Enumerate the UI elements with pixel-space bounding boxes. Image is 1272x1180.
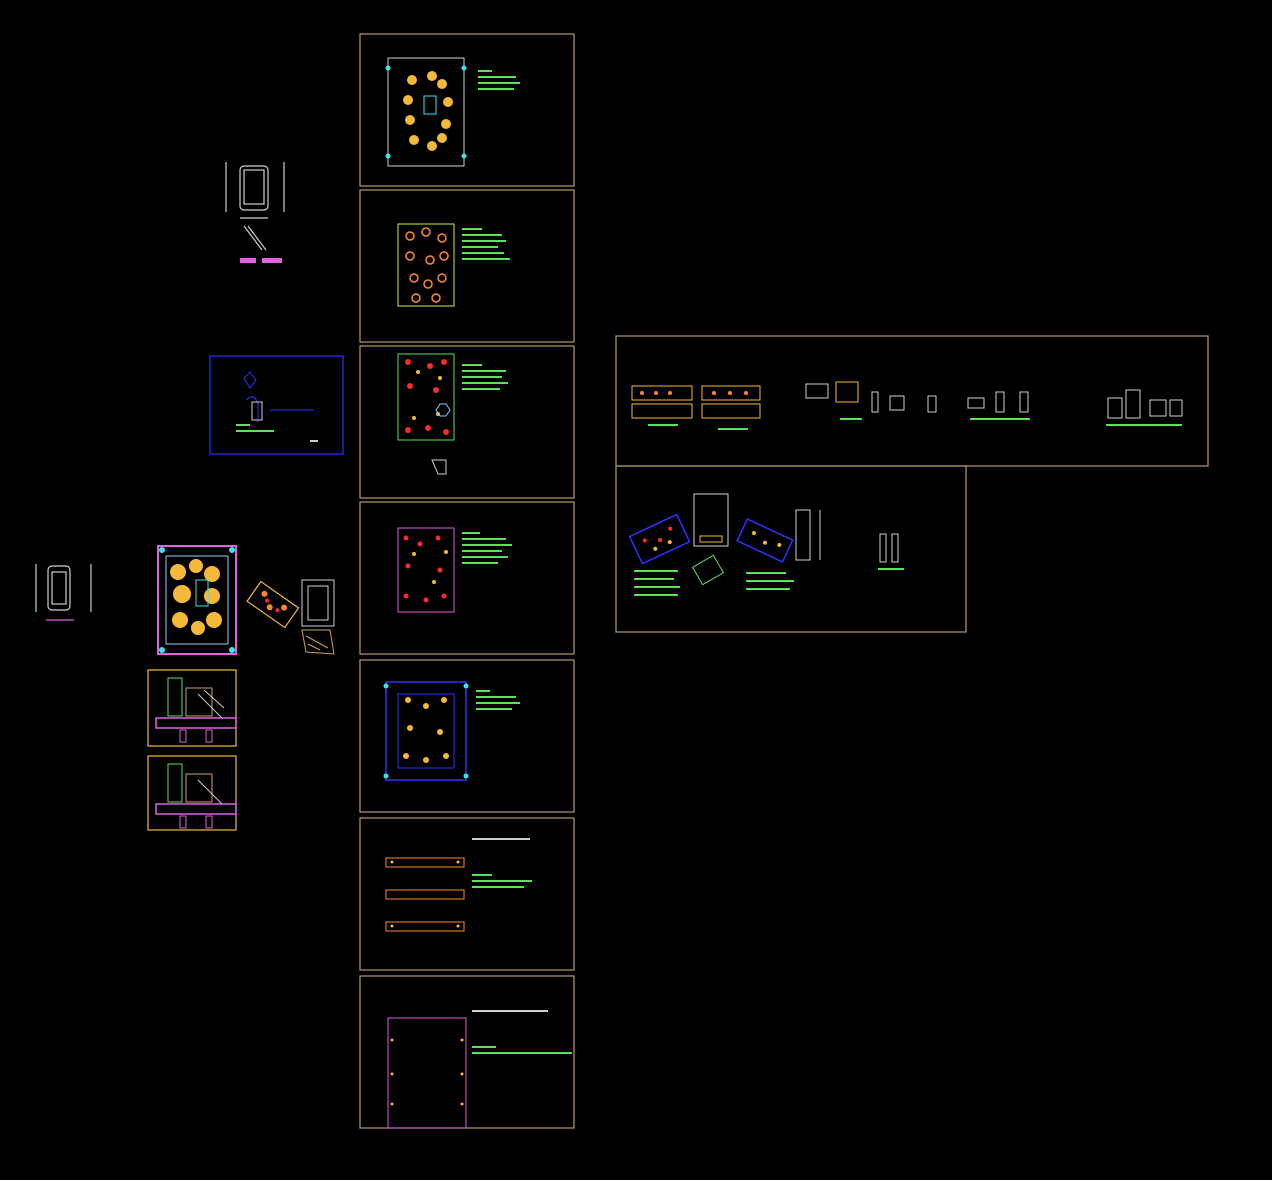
drawing-sheet-1[interactable]: [359, 33, 575, 187]
part-outline-top-left[interactable]: [225, 162, 285, 263]
drawing-sheet-7[interactable]: [359, 975, 575, 1129]
parts-list-sheet[interactable]: [615, 335, 1209, 467]
blue-detail-sheet[interactable]: [209, 355, 344, 455]
rotated-core-part[interactable]: [246, 580, 300, 629]
drawing-sheet-5[interactable]: [359, 659, 575, 813]
assembly-detail-sheet[interactable]: [615, 465, 967, 633]
drawing-sheet-6[interactable]: [359, 817, 575, 971]
part-outline-small-left[interactable]: [35, 564, 92, 621]
drawing-sheet-4[interactable]: [359, 501, 575, 655]
mold-section-view-b[interactable]: [147, 755, 237, 831]
mold-section-view-a[interactable]: [147, 669, 237, 747]
mold-assembly-plan[interactable]: [157, 545, 237, 655]
drawing-sheet-2[interactable]: [359, 189, 575, 343]
drawing-sheet-3[interactable]: [359, 345, 575, 499]
insert-plate-view[interactable]: [301, 579, 335, 655]
